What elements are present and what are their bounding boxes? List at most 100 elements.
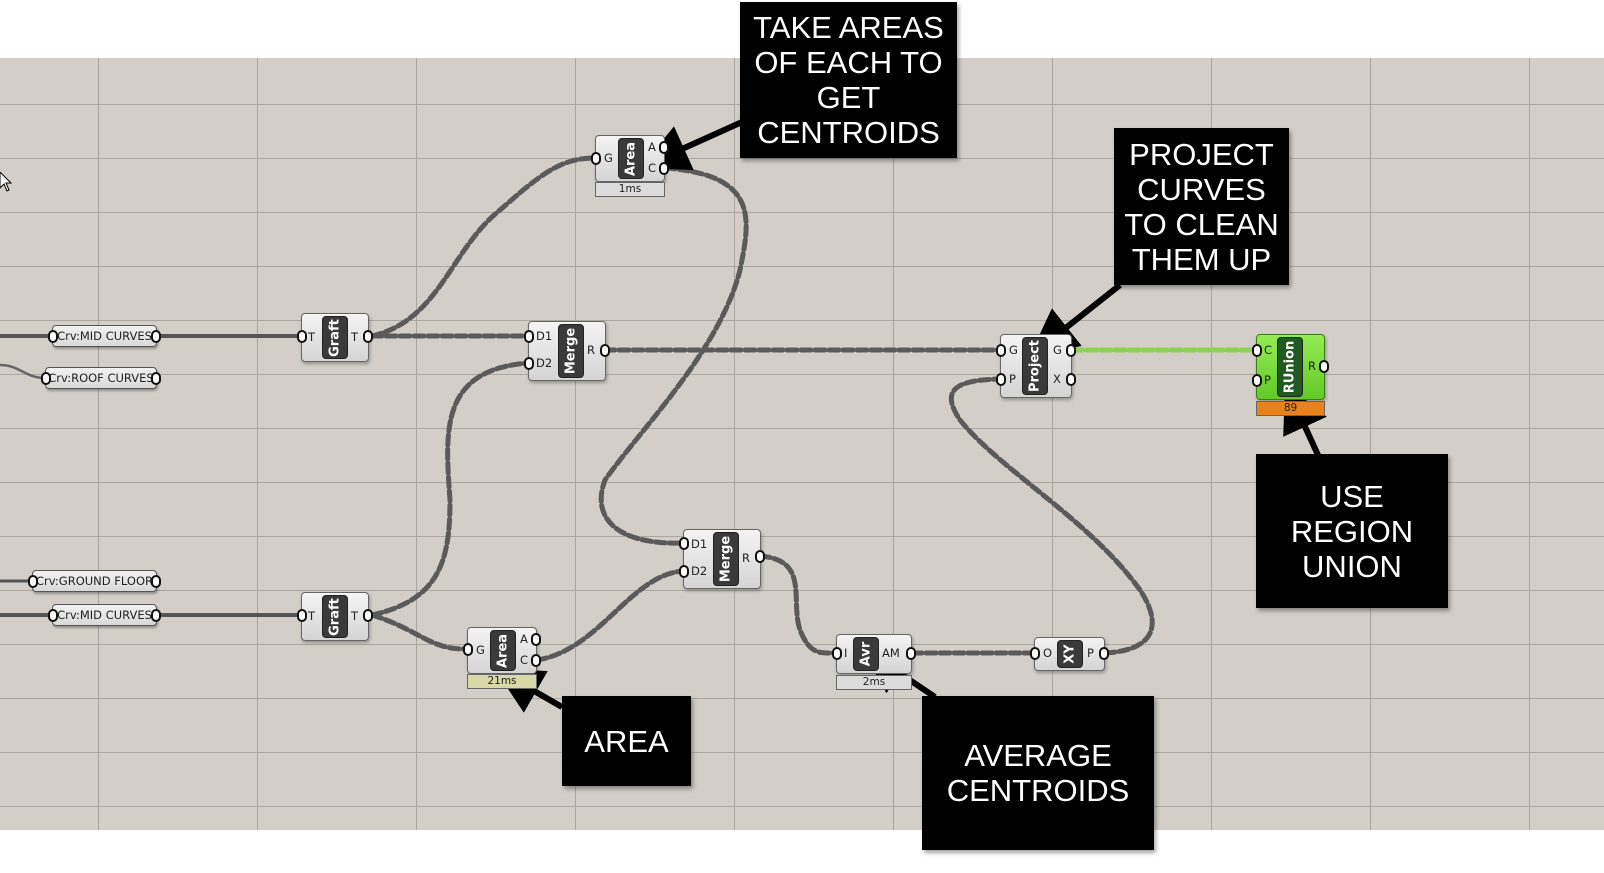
wire-grip[interactable] [659,162,669,175]
input-port[interactable]: P [1264,373,1271,387]
component-graft[interactable]: T Graft T [301,592,369,641]
input-port[interactable]: I [844,646,848,660]
component-nickname: Project [1022,337,1048,395]
grid-line-vertical [257,58,258,830]
grid-line-vertical [416,58,417,830]
component-merge[interactable]: D1 D2 Merge R [683,529,761,589]
output-port[interactable]: X [1053,372,1061,386]
input-port[interactable]: G [1009,343,1018,357]
annotation-take-areas: TAKE AREAS OF EACH TO GET CENTROIDS [740,2,957,158]
output-port[interactable]: C [648,161,657,175]
output-port[interactable]: G [1053,343,1062,357]
component-nickname: Merge [713,532,739,586]
grasshopper-canvas[interactable] [0,58,1604,830]
wire-grip[interactable] [996,373,1006,386]
wire-grip[interactable] [1319,360,1329,373]
grid-line-horizontal [0,320,1604,321]
wire-grip[interactable] [1066,373,1076,386]
wire-grip[interactable] [151,575,161,588]
grid-line-horizontal [0,266,1604,267]
param-crv-roof-curves[interactable]: Crv:ROOF CURVES [45,367,157,389]
component-nickname: Area [490,630,516,671]
wire-grip[interactable] [463,643,473,656]
component-merge[interactable]: D1 D2 Merge R [528,321,606,381]
wire-grip[interactable] [659,141,669,154]
input-port[interactable]: T [308,609,316,623]
output-port[interactable]: A [648,140,656,154]
wire-grip[interactable] [48,330,58,343]
output-port[interactable]: R [1308,359,1316,373]
wire-grip[interactable] [524,330,534,343]
output-port[interactable]: A [520,632,528,646]
wire-grip[interactable] [48,609,58,622]
param-crv-mid-curves[interactable]: Crv:MID CURVES [52,325,157,347]
input-port[interactable]: O [1043,646,1053,660]
input-port[interactable]: D2 [536,356,553,370]
wire-grip[interactable] [996,344,1006,357]
annotation-average-centroids: AVERAGE CENTROIDS [922,696,1154,850]
wire-grip[interactable] [832,647,842,660]
input-port[interactable]: D1 [536,329,553,343]
wire-grip[interactable] [755,550,765,563]
component-area[interactable]: G Area A C [467,627,537,674]
wire-grip[interactable] [524,357,534,370]
grid-line-horizontal [0,212,1604,213]
output-port[interactable]: P [1087,646,1094,660]
grid-line-horizontal [0,752,1604,753]
annotation-project-curves: PROJECT CURVES TO CLEAN THEM UP [1114,128,1289,285]
component-nickname: RUnion [1277,337,1303,397]
param-crv-mid-curves[interactable]: Crv:MID CURVES [52,604,157,626]
wire-grip[interactable] [591,152,601,165]
wire-grip[interactable] [906,647,916,660]
input-port[interactable]: G [476,643,485,657]
output-port[interactable]: AM [882,646,900,660]
grid-line-horizontal [0,428,1604,429]
wire-grip[interactable] [151,609,161,622]
input-port[interactable]: D2 [691,564,708,578]
wire-grip[interactable] [41,372,51,385]
component-graft[interactable]: T Graft T [301,313,369,362]
grid-line-vertical [1529,58,1530,830]
output-port[interactable]: T [351,609,359,623]
input-port[interactable]: D1 [691,537,708,551]
grid-line-horizontal [0,374,1604,375]
wire-grip[interactable] [1252,344,1262,357]
wire-grip[interactable] [679,565,689,578]
wire-grip[interactable] [297,609,307,622]
wire-grip[interactable] [151,372,161,385]
output-port[interactable]: R [587,343,595,357]
grid-line-vertical [893,58,894,830]
wire-grip[interactable] [151,330,161,343]
component-project[interactable]: G P Project G X [1000,334,1072,398]
input-port[interactable]: P [1009,372,1016,386]
grid-line-horizontal [0,698,1604,699]
wire-grip[interactable] [297,330,307,343]
wire-grip[interactable] [1066,344,1076,357]
param-label: Crv:MID CURVES [57,329,152,343]
wire-grip[interactable] [363,330,373,343]
wire-grip[interactable] [1099,647,1109,660]
grid-line-vertical [1370,58,1371,830]
wire-grip[interactable] [1030,647,1040,660]
wire-grip[interactable] [28,575,38,588]
wire-grip[interactable] [531,633,541,646]
wire-grip[interactable] [363,609,373,622]
input-port[interactable]: C [1264,343,1273,357]
param-label: Crv:MID CURVES [57,608,152,622]
input-port[interactable]: G [604,151,613,165]
mouse-cursor-icon [0,172,12,192]
input-port[interactable]: T [308,330,316,344]
wire-grip[interactable] [531,654,541,667]
wire-grip[interactable] [1252,374,1262,387]
profiler-timer: 89 [1256,401,1325,416]
wire-grip[interactable] [600,344,610,357]
component-xy-plane[interactable]: O XY P [1034,637,1105,671]
component-region-union[interactable]: C P RUnion R [1256,334,1325,400]
component-average[interactable]: I Avr AM [836,634,912,674]
component-area[interactable]: G Area A C [595,135,665,182]
output-port[interactable]: R [742,551,750,565]
output-port[interactable]: T [351,330,359,344]
param-crv-ground-floor[interactable]: Crv:GROUND FLOOR [32,570,157,592]
wire-grip[interactable] [679,537,689,550]
output-port[interactable]: C [520,653,529,667]
